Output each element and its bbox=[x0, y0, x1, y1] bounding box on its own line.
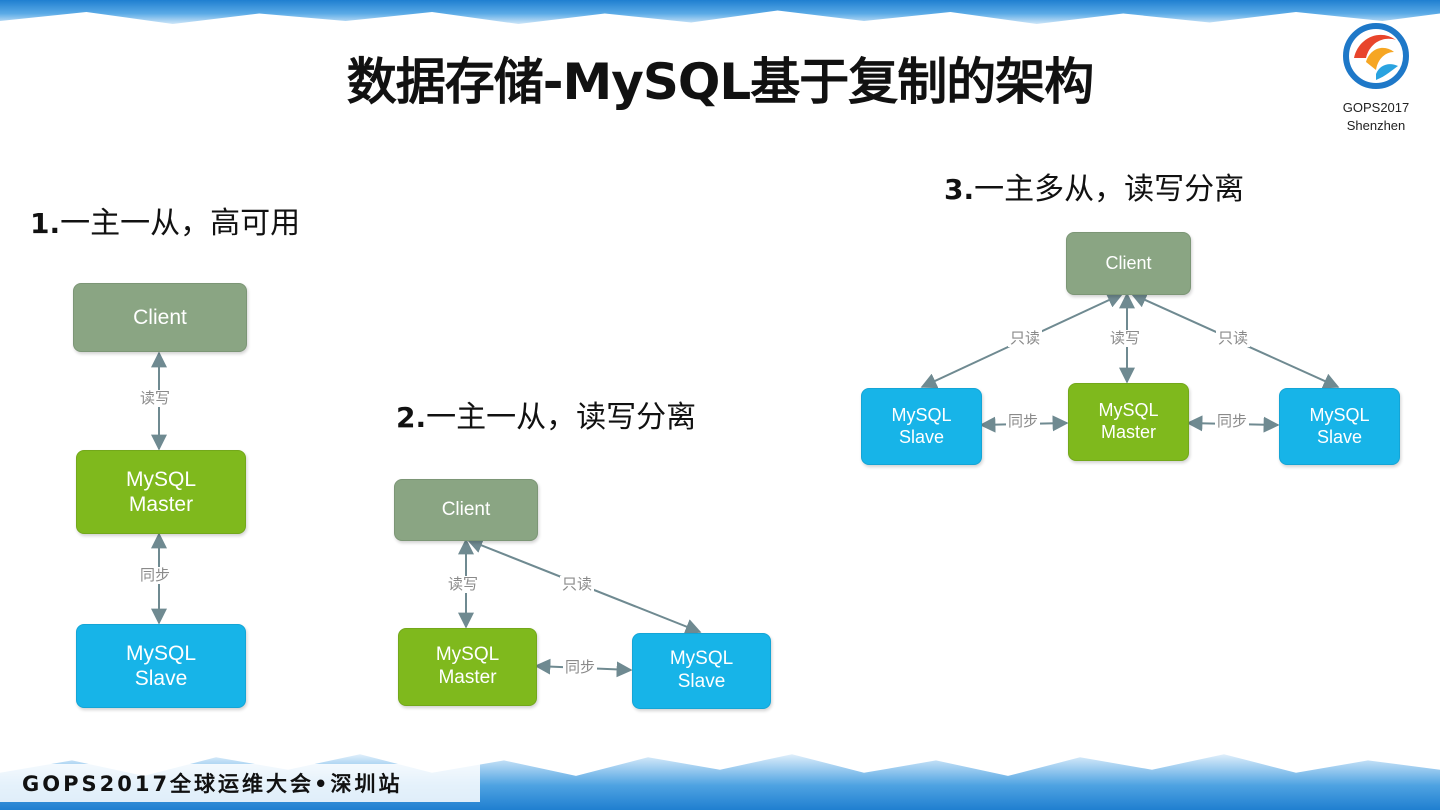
s2-slave-label-line1: MySQL bbox=[669, 648, 734, 670]
s3-slave-left-label-line1: MySQL bbox=[891, 404, 952, 425]
s2-label-client-slave: 只读 bbox=[560, 575, 595, 593]
s2-master-label-line2: Master bbox=[438, 667, 497, 688]
s1-slave-label-line1: MySQL bbox=[125, 641, 196, 665]
section-3-number: 3. bbox=[944, 173, 975, 206]
page-title: 数据存储-MySQL基于复制的架构 bbox=[346, 53, 1094, 111]
s3-slave-left-label-line2: Slave bbox=[898, 426, 945, 447]
section-2-number: 2. bbox=[396, 401, 427, 434]
gops-logo-icon bbox=[1343, 23, 1409, 89]
section-1-title: 一主一从，高可用 bbox=[60, 206, 301, 241]
s2-slave-node: MySQL Slave bbox=[632, 633, 771, 709]
section-1-heading: 1.一主一从，高可用 bbox=[30, 198, 300, 242]
s2-label-master-slave: 同步 bbox=[563, 658, 598, 676]
s1-client-label: Client bbox=[133, 305, 187, 329]
s2-slave-label-line2: Slave bbox=[677, 671, 726, 692]
s3-label-slave-left-master: 同步 bbox=[1006, 412, 1041, 430]
footer-strip bbox=[0, 764, 480, 802]
s1-master-node: MySQL Master bbox=[76, 450, 246, 534]
s3-slave-left-node: MySQL Slave bbox=[861, 388, 982, 465]
logo-city: Shenzhen bbox=[1346, 118, 1406, 133]
s1-label-client-master: 读写 bbox=[138, 389, 173, 407]
s2-client-label: Client bbox=[441, 498, 491, 520]
s2-client-node: Client bbox=[394, 479, 538, 541]
s3-label-client-slave-left: 只读 bbox=[1008, 329, 1043, 347]
s3-client-node: Client bbox=[1066, 232, 1191, 295]
s3-master-label-line1: MySQL bbox=[1098, 400, 1159, 421]
section-2-title: 一主一从，读写分离 bbox=[426, 400, 697, 435]
s1-master-label-line1: MySQL bbox=[125, 467, 196, 491]
s1-client-node: Client bbox=[73, 283, 247, 352]
s3-slave-right-label-line1: MySQL bbox=[1309, 404, 1370, 425]
s3-slave-right-node: MySQL Slave bbox=[1279, 388, 1400, 465]
s2-master-label-line1: MySQL bbox=[435, 644, 500, 666]
section-3-title: 一主多从，读写分离 bbox=[974, 172, 1245, 207]
s3-slave-right-label-line2: Slave bbox=[1316, 426, 1363, 447]
s1-slave-node: MySQL Slave bbox=[76, 624, 246, 708]
s3-master-node: MySQL Master bbox=[1068, 383, 1189, 461]
s2-label-client-master: 读写 bbox=[446, 575, 481, 593]
section-1-number: 1. bbox=[30, 207, 61, 240]
s1-label-master-slave: 同步 bbox=[138, 566, 173, 584]
section-3-heading: 3.一主多从，读写分离 bbox=[944, 164, 1244, 208]
gops-logo: GOPS2017 Shenzhen bbox=[1330, 14, 1422, 136]
s3-client-label: Client bbox=[1105, 252, 1152, 273]
s3-label-client-master: 读写 bbox=[1108, 329, 1143, 347]
s1-master-label-line2: Master bbox=[128, 493, 194, 516]
s2-master-node: MySQL Master bbox=[398, 628, 537, 706]
s3-label-master-slave-right: 同步 bbox=[1215, 412, 1250, 430]
section-2-heading: 2.一主一从，读写分离 bbox=[396, 392, 696, 436]
footer-text: GOPS2017全球运维大会•深圳站 bbox=[22, 772, 403, 796]
s3-label-client-slave-right: 只读 bbox=[1216, 329, 1251, 347]
logo-year: GOPS2017 bbox=[1342, 100, 1410, 115]
s3-master-label-line2: Master bbox=[1100, 422, 1156, 442]
s1-slave-label-line2: Slave bbox=[134, 667, 188, 690]
